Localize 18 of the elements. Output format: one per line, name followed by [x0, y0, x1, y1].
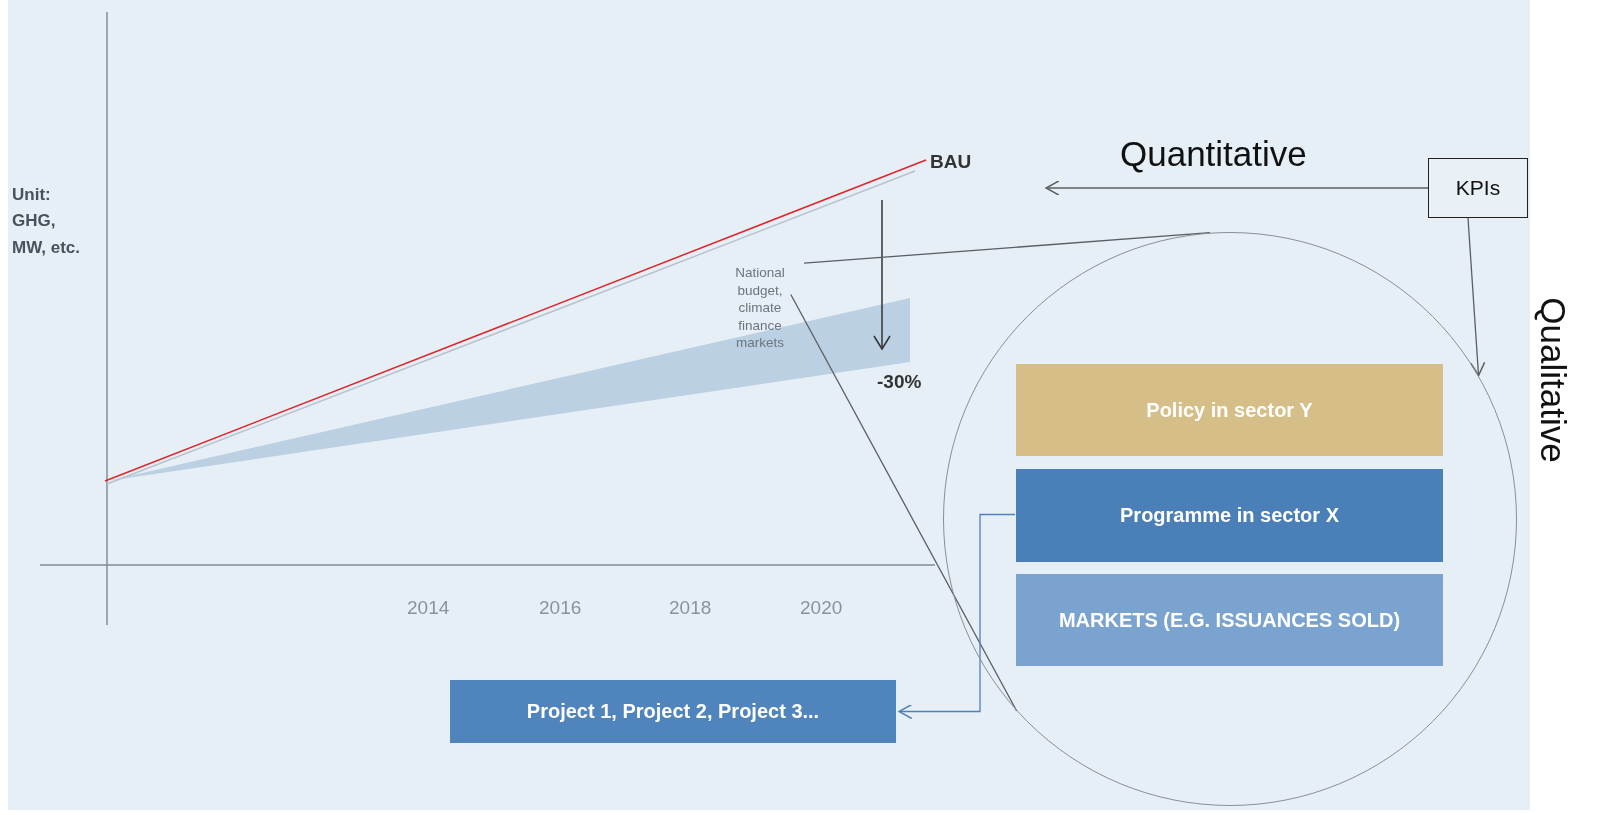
arrow [1045, 180, 1429, 196]
year-label: 2020 [800, 597, 843, 619]
arrow [898, 513, 1016, 720]
project-box: Project 1, Project 2, Project 3... [450, 680, 896, 743]
annotation-text: National budget, climate finance markets [734, 264, 786, 352]
reduction-label: -30% [877, 371, 922, 393]
arrow [1467, 217, 1486, 377]
section-label: Qualitative [1532, 297, 1573, 463]
markets-box: MARKETS (E.G. ISSUANCES SOLD) [1016, 574, 1443, 666]
section-label: Quantitative [1120, 134, 1307, 174]
year-label: 2014 [407, 597, 450, 619]
axis-title: Unit: GHG, MW, etc. [12, 184, 81, 259]
programme-box: Programme in sector X [1016, 469, 1443, 562]
year-label: 2018 [669, 597, 712, 619]
policy-box: Policy in sector Y [1016, 364, 1443, 456]
series-label: BAU [930, 151, 972, 173]
kpi-box: KPIs [1428, 158, 1528, 218]
year-label: 2016 [539, 597, 582, 619]
